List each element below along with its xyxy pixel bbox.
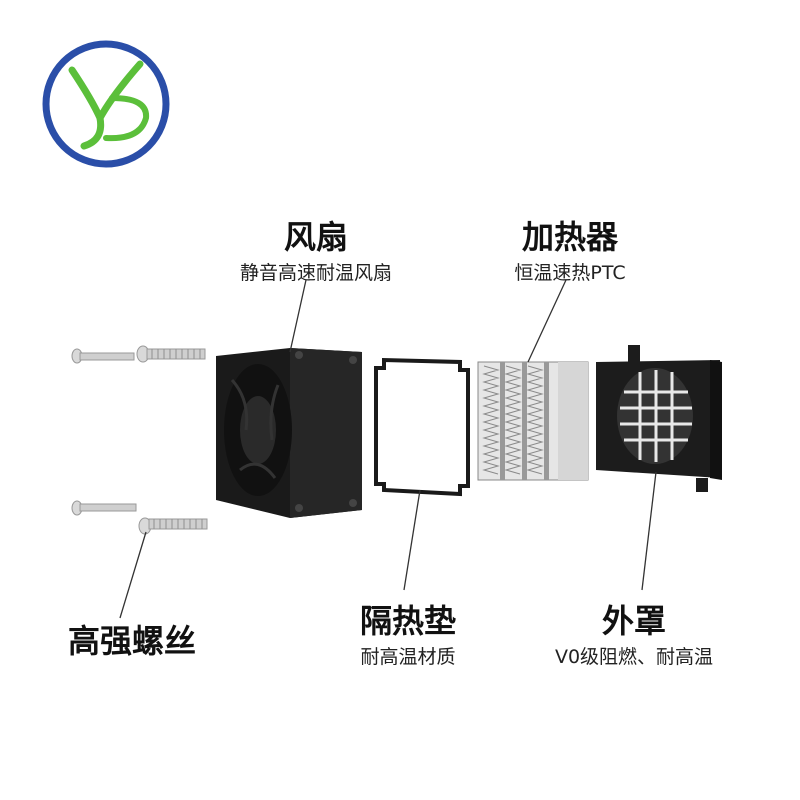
fan-title: 风扇 bbox=[283, 218, 348, 256]
gasket-title: 隔热垫 bbox=[359, 602, 456, 640]
cover-leader-line bbox=[641, 471, 657, 591]
fan-leader-line bbox=[289, 279, 307, 353]
screw-top-left bbox=[71, 348, 135, 364]
screws-label: 高强螺丝 bbox=[2, 616, 262, 662]
gasket-leader-line bbox=[403, 489, 421, 591]
leader-lines bbox=[119, 279, 657, 619]
gasket-label: 隔热垫 耐高温材质 bbox=[278, 596, 538, 669]
gasket-illustration bbox=[374, 357, 470, 497]
heater-subtitle: 恒温速热PTC bbox=[514, 262, 626, 284]
heater-illustration bbox=[477, 361, 589, 481]
gasket-subtitle: 耐高温材质 bbox=[360, 646, 456, 668]
screw-bottom-right bbox=[138, 517, 208, 535]
heater-leader-line bbox=[527, 279, 567, 363]
screw-top-right bbox=[136, 345, 206, 363]
screw-leader-line bbox=[119, 531, 147, 619]
heater-title: 加热器 bbox=[521, 218, 618, 256]
fan-subtitle: 静音高速耐温风扇 bbox=[239, 262, 392, 284]
heater-label: 加热器 恒温速热PTC bbox=[440, 212, 700, 285]
screws-title: 高强螺丝 bbox=[67, 622, 196, 660]
screw-bottom-left bbox=[71, 500, 137, 516]
cover-label: 外罩 V0级阻燃、耐高温 bbox=[504, 596, 764, 669]
cover-illustration bbox=[596, 345, 722, 492]
fan-illustration bbox=[216, 348, 362, 518]
cover-title: 外罩 bbox=[601, 602, 666, 640]
fan-label: 风扇 静音高速耐温风扇 bbox=[186, 212, 446, 285]
cover-subtitle: V0级阻燃、耐高温 bbox=[554, 646, 714, 668]
brand-logo bbox=[42, 40, 170, 168]
